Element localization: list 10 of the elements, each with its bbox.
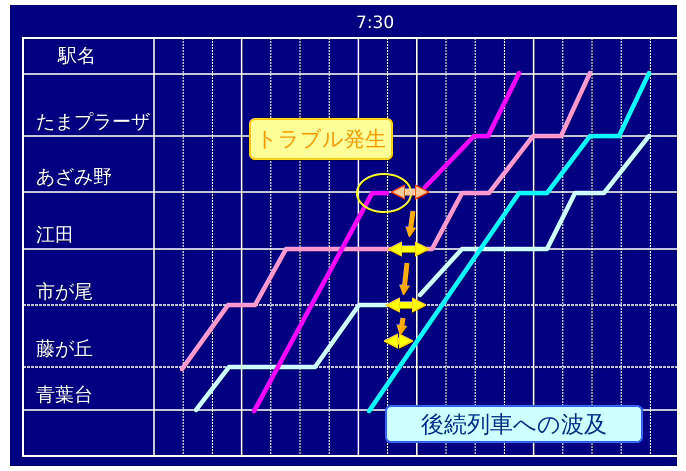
time-label: 7:30 (356, 12, 394, 34)
station-name: 江田 (36, 224, 74, 246)
callout-box: トラブル発生 (249, 118, 393, 160)
station-name: 青葉台 (36, 384, 93, 406)
column-header: 駅名 (58, 45, 96, 67)
station-name: 藤が丘 (36, 338, 93, 360)
station-name: たまプラーザ (36, 111, 150, 133)
station-name: 市が尾 (36, 281, 93, 303)
callout-box: 後続列車への波及 (385, 405, 643, 443)
station-name: あざみ野 (36, 166, 112, 188)
